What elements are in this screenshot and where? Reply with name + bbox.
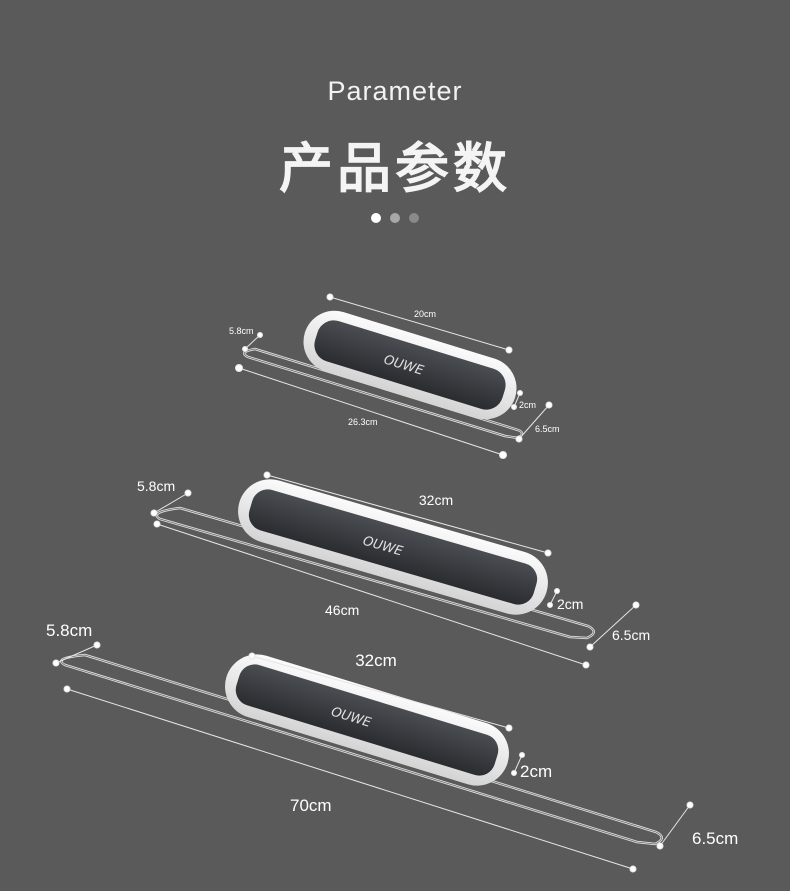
label-large-thickness: 2cm [520, 762, 552, 781]
label-large-total-length: 70cm [290, 796, 332, 815]
pager-dot-3[interactable] [409, 213, 419, 223]
label-small-body-length: 20cm [414, 309, 436, 319]
title-english: Parameter [327, 76, 463, 106]
towel-bar-medium [155, 506, 595, 640]
product-medium: OUWE 32cm 5.8cm 46cm 2cm 6.5cm [137, 471, 650, 669]
label-medium-body-length: 32cm [419, 492, 453, 508]
dimension-lines-large [52, 641, 694, 873]
holder-body-small: OUWE [303, 310, 517, 420]
label-small-depth: 5.8cm [229, 326, 254, 336]
label-small-thickness: 2cm [519, 400, 536, 410]
label-large-depth: 5.8cm [46, 621, 92, 640]
label-large-body-length: 32cm [355, 651, 397, 670]
product-large: OUWE 32cm 5.8cm 70cm 2cm 6.5cm [46, 621, 738, 873]
pager-dots [0, 213, 790, 223]
holder-body-large: OUWE [225, 654, 509, 786]
dimension-lines-medium [150, 471, 640, 669]
pager-dot-2[interactable] [390, 213, 400, 223]
label-medium-total-length: 46cm [325, 602, 359, 618]
holder-body-medium: OUWE [238, 479, 548, 615]
product-small: OUWE 20cm 5.8cm 26.3cm 2cm 6.5cm [229, 293, 560, 459]
label-medium-depth: 5.8cm [137, 478, 175, 494]
label-medium-height: 6.5cm [612, 627, 650, 643]
label-large-height: 6.5cm [692, 829, 738, 848]
dimension-lines-small [235, 293, 553, 459]
label-small-total-length: 26.3cm [348, 417, 378, 427]
title-chinese: 产品参数 [279, 137, 511, 200]
label-medium-thickness: 2cm [557, 596, 583, 612]
label-small-height: 6.5cm [535, 424, 560, 434]
pager-dot-1[interactable] [371, 213, 381, 223]
